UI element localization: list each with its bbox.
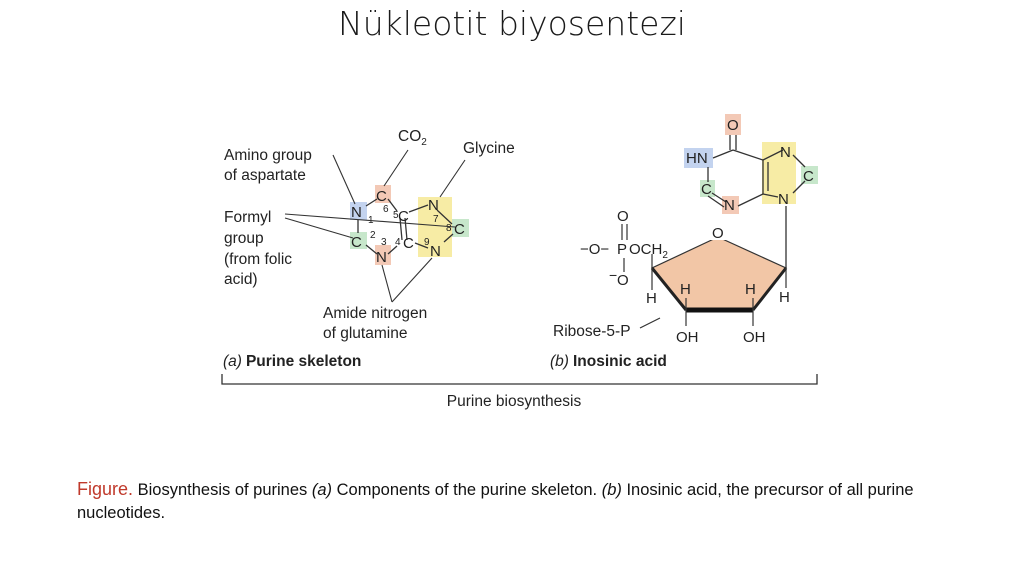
label-formyl: Formyl [224, 209, 271, 226]
phosphate-minus: − [609, 267, 617, 283]
ribose-oh-left: OH [676, 329, 699, 346]
panel-a-leader-lines [284, 149, 466, 303]
label-of-glutamine: of glutamine [323, 325, 407, 342]
ribose-h-1: H [646, 290, 657, 307]
label-glycine: Glycine [463, 140, 515, 157]
hypoxanthine-bonds [707, 135, 806, 208]
label-of-aspartate: of aspartate [224, 167, 306, 184]
hn-highlight [684, 148, 713, 168]
ribose-wedge-left [650, 267, 688, 311]
ring-number-6: 6 [383, 204, 389, 215]
label-amide-nitrogen: Amide nitrogen [323, 305, 427, 322]
biosynthesis-bracket [221, 374, 818, 385]
ribose-h-2: H [680, 281, 691, 298]
panel-b-inosinic-acid: O HN C N N C N O O −O− P O [550, 114, 818, 370]
label-co2: CO2 [398, 128, 427, 148]
phosphate-p: P [617, 241, 627, 258]
atom-n9: N [430, 243, 441, 260]
ring-number-7: 7 [433, 214, 439, 225]
caption-lead: Figure. [77, 479, 134, 499]
ribose-h-3: H [745, 281, 756, 298]
ring-number-2: 2 [370, 230, 376, 241]
caption-marker-b: (b) [601, 481, 622, 499]
atom-c4: C [403, 235, 414, 252]
panel-b-caption: (b)Inosinic acid [550, 353, 667, 370]
caption-part-3: Inosinic acid, the precursor of all puri… [77, 481, 914, 522]
n3-highlight [375, 245, 391, 265]
atom-ring-oxygen: O [712, 225, 724, 242]
panel-a-caption: (a)Purine skeleton [223, 353, 361, 370]
c2b-highlight [700, 180, 715, 197]
figure-caption: Figure. Biosynthesis of purines (a) Comp… [77, 478, 957, 525]
atom-hn: HN [686, 150, 708, 167]
label-ribose-5-p: Ribose-5-P [553, 323, 631, 340]
slide-title: Nükleotit biyosentezi [338, 4, 686, 43]
atom-c8: C [454, 221, 465, 238]
bracket-label: Purine biosynthesis [447, 393, 582, 410]
ring-number-4: 4 [395, 237, 401, 248]
label-from-folic: (from folic [224, 251, 292, 268]
atom-n3: N [376, 249, 387, 266]
atom-c2: C [351, 234, 362, 251]
ribose-h-4: H [779, 289, 790, 306]
c8b-highlight [801, 166, 818, 184]
ribose-wedge-right [751, 267, 788, 311]
phosphate-o-bottom: O [617, 272, 629, 289]
ring-number-9: 9 [424, 237, 430, 248]
c8-highlight [452, 219, 469, 237]
ring-number-5: 5 [393, 210, 399, 221]
label-acid: acid) [224, 271, 258, 288]
ribose-substituent-bonds [639, 254, 787, 329]
atom-c6: C [376, 188, 387, 205]
c6-highlight [375, 185, 391, 203]
atom-c8b: C [803, 168, 814, 185]
atom-n9b: N [778, 191, 789, 208]
atom-n7b: N [780, 144, 791, 161]
n3b-highlight [722, 196, 739, 214]
caption-marker-a: (a) [311, 481, 333, 499]
ribose-oh-right: OH [743, 329, 766, 346]
caption-part-1: Biosynthesis of purines [133, 481, 312, 499]
atom-n3b: N [724, 197, 735, 214]
c2-highlight [350, 232, 367, 249]
label-group: group [224, 230, 264, 247]
atom-c2b: C [701, 181, 712, 198]
atom-n7: N [428, 197, 439, 214]
label-amino-group: Amino group [224, 147, 312, 164]
ring-number-8: 8 [446, 223, 452, 234]
n1-highlight [350, 202, 367, 220]
ring-oxygen-backdrop [710, 224, 726, 240]
phosphate-och2: OCH2 [629, 241, 668, 261]
panel-a-purine-skeleton: N C C N C C C N N 1 2 3 4 5 6 7 8 9 Amin… [223, 128, 515, 370]
caption-part-2: Components of the purine skeleton. [332, 481, 602, 499]
ring-number-3: 3 [381, 237, 387, 248]
purine-ring-bonds [357, 198, 454, 255]
atom-o-carbonyl: O [727, 117, 739, 134]
phosphate-left-o: −O− [580, 241, 609, 258]
ribose-ring [651, 236, 787, 311]
atom-c5: C [398, 208, 409, 225]
phosphate-o-top: O [617, 208, 629, 225]
o-highlight [725, 114, 741, 135]
atom-n1: N [351, 204, 362, 221]
